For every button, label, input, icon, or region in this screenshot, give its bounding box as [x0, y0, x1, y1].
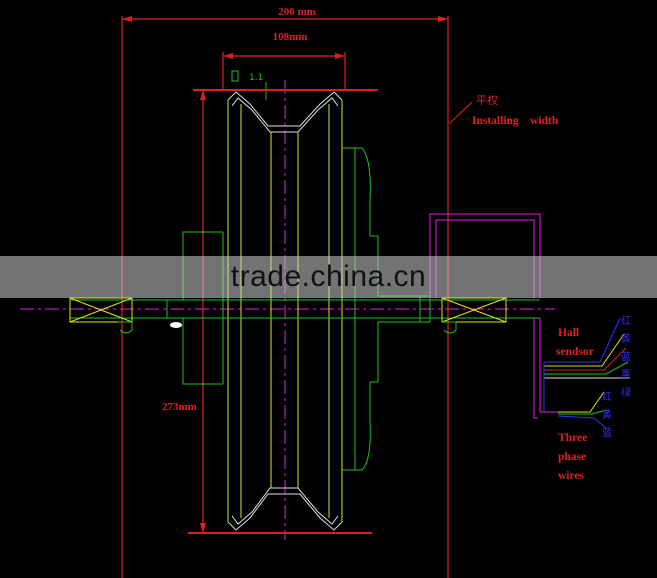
- wire-label: 蓝: [602, 427, 612, 439]
- watermark-band: [0, 256, 657, 298]
- three-phase-label-line-2: phase: [558, 451, 586, 463]
- watermark-text: trade.china.cn: [230, 260, 427, 293]
- installing-width-label: Installing width: [472, 115, 559, 127]
- rim-width-label: 108mm: [273, 31, 308, 43]
- right-axle-bearing: [441, 297, 507, 323]
- hall-sensor-wires: [543, 317, 630, 412]
- right-axle-tip: [442, 321, 457, 334]
- axle-key: [170, 322, 182, 328]
- wire-exit-bracket: [429, 213, 558, 419]
- wire-color-labels: 红 黄 蓝 黑 绿 红 黄 蓝: [602, 314, 631, 439]
- three-phase-label-line-1: Three: [558, 432, 587, 444]
- axle-shaft: [70, 299, 540, 319]
- rim-profile-bottom: [227, 487, 343, 531]
- wire-label: 黑: [621, 369, 631, 381]
- wire-label: 绿: [621, 386, 631, 399]
- wire-label: 红: [621, 314, 631, 327]
- hall-sensor-label-line-2: sendsor: [556, 346, 594, 358]
- diameter-label: 273mm: [162, 401, 197, 413]
- three-phase-label-line-3: wires: [558, 470, 585, 482]
- left-axle-tip: [118, 321, 133, 334]
- rim-profile-top: [227, 91, 343, 133]
- tolerance-note: 1.1: [249, 73, 263, 83]
- installing-width-leader: [448, 101, 473, 125]
- three-phase-wires: [557, 391, 607, 429]
- motor-hub-body: [166, 147, 431, 471]
- hall-sensor-label-line-1: Hall: [558, 327, 579, 339]
- left-axle-bearing: [69, 297, 133, 323]
- wire-label: 黄: [621, 332, 631, 345]
- wire-label: 红: [602, 390, 612, 403]
- installing-width-cn-label: 平权: [476, 94, 498, 107]
- wire-label: 黄: [602, 408, 612, 421]
- overall-width-label: 200 mm: [278, 6, 316, 18]
- rim-side-walls: [227, 100, 343, 522]
- wire-label: 蓝: [621, 351, 631, 363]
